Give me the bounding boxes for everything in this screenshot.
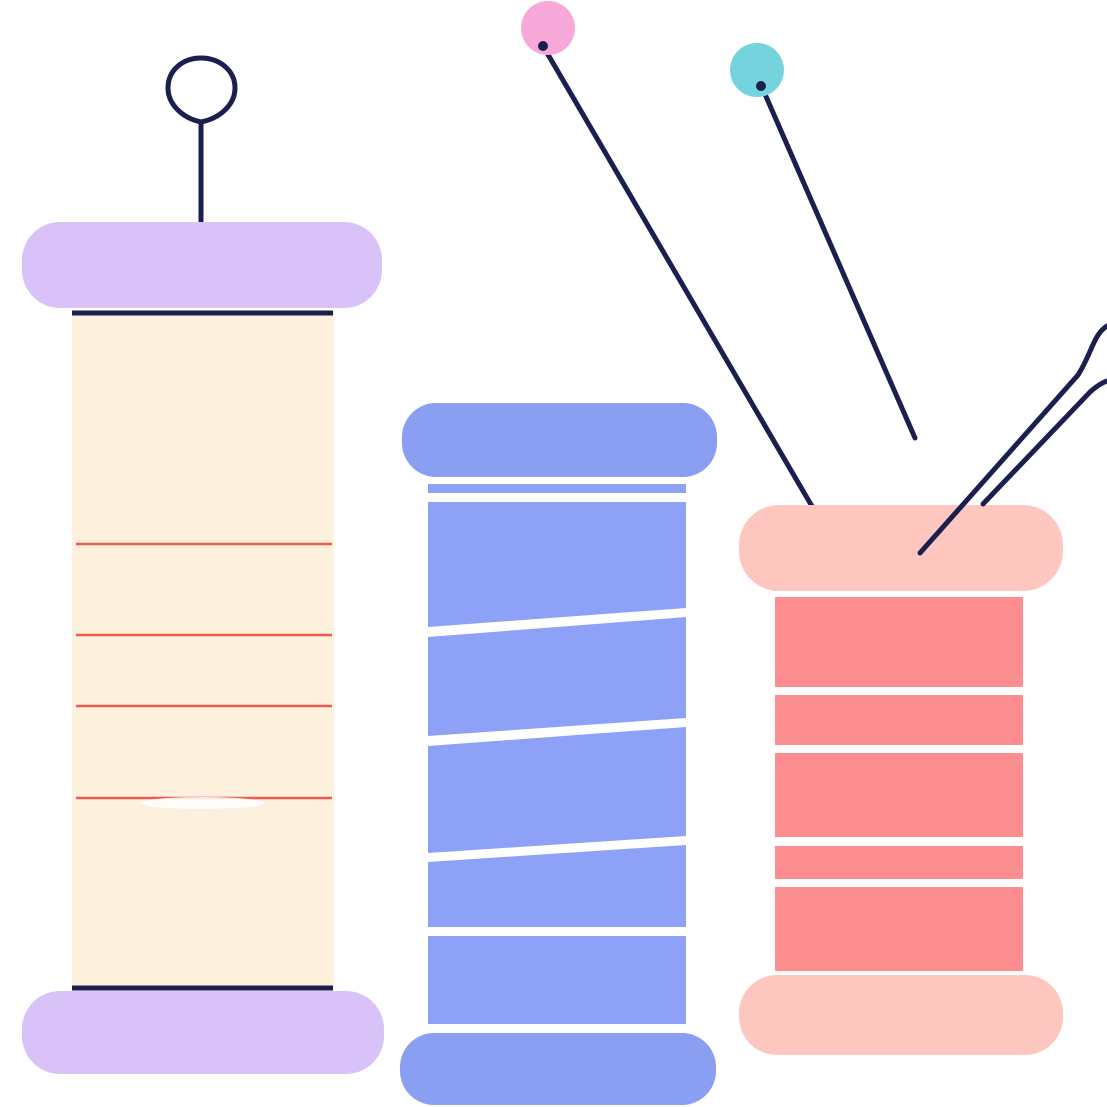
needle-loop-icon xyxy=(165,55,238,227)
spool-left-bottom-flange xyxy=(22,991,384,1074)
needle-pair-icon xyxy=(917,323,1107,556)
spool-right-top-flange xyxy=(739,505,1063,591)
pin-teal-icon xyxy=(730,43,918,441)
spool-left xyxy=(22,222,384,1074)
spool-right-bottom-flange xyxy=(739,975,1063,1055)
spool-left-top-flange xyxy=(22,222,382,308)
spool-middle-bottom-flange xyxy=(400,1033,716,1105)
pin-pink-icon xyxy=(521,1,816,511)
spool-middle-top-flange xyxy=(402,403,717,477)
spool-middle xyxy=(400,403,717,1105)
spool-right xyxy=(739,505,1063,1055)
